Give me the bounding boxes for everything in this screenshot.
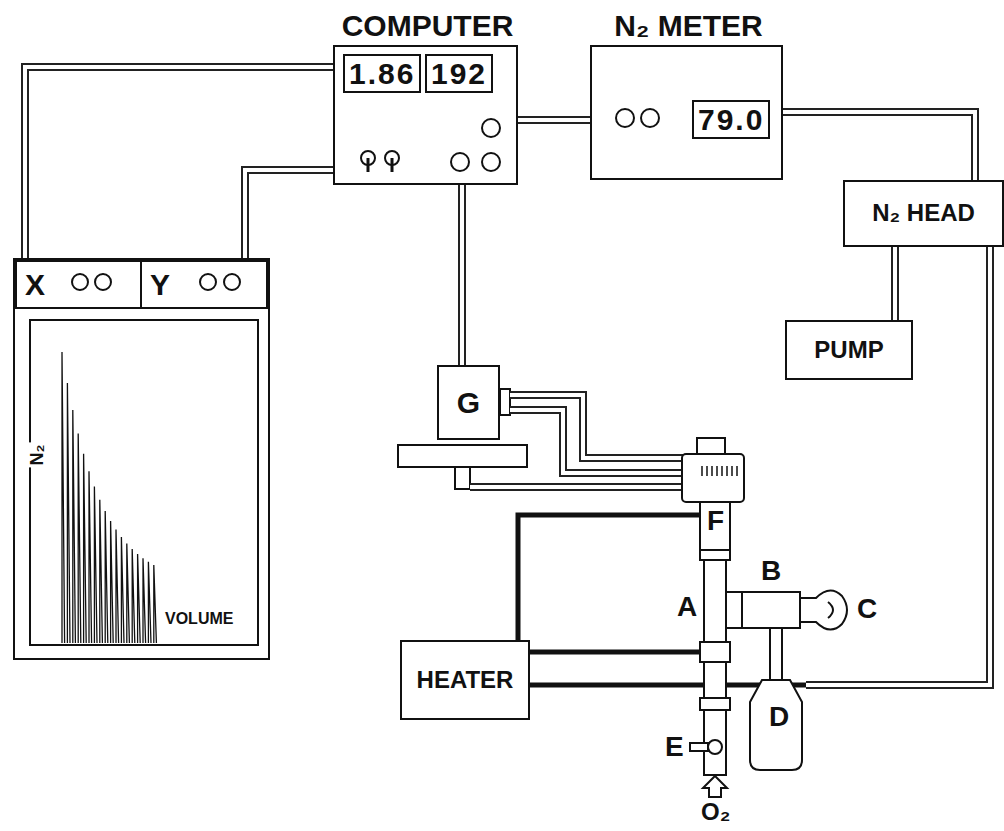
cable <box>470 483 684 491</box>
washout-trace <box>62 352 156 643</box>
box-label: HEATER <box>417 667 514 693</box>
tube-joint <box>700 698 730 710</box>
text-holder: Y <box>150 268 170 301</box>
cable <box>510 410 684 473</box>
cable-outline <box>891 247 899 320</box>
part-letter: F <box>706 506 725 537</box>
text-holder: N₂ <box>28 442 48 467</box>
cable-outline <box>458 185 466 365</box>
readout-display: 192 <box>425 54 493 93</box>
cable-connector <box>518 120 590 121</box>
cable-outline <box>783 112 975 180</box>
text-holder: VOLUME <box>165 610 233 628</box>
mouthpiece <box>828 602 833 618</box>
knob <box>95 274 111 290</box>
y-channel-panel: Y <box>140 260 268 309</box>
rubber-bag <box>750 680 802 770</box>
inflow-arrow <box>703 776 727 797</box>
computer-box: COMPUTER1.86192 <box>333 45 518 185</box>
part-letter: C <box>856 594 878 625</box>
cable-core <box>893 247 897 320</box>
channel-name: Y <box>150 268 170 301</box>
knob <box>641 109 659 127</box>
mouthpiece <box>800 590 847 629</box>
valve-neck <box>700 502 730 550</box>
text-holder: 79.0 <box>692 100 770 139</box>
heater-wire <box>530 650 702 655</box>
readout-display: 79.0 <box>692 100 770 139</box>
part-letter: D <box>768 702 790 733</box>
transducer-box: G <box>437 365 500 440</box>
valve-block <box>741 592 743 628</box>
cable-outline <box>518 116 590 124</box>
part-letter: A <box>676 592 698 623</box>
axis-label: N₂ <box>28 442 48 467</box>
cable <box>510 395 684 458</box>
stopcock <box>708 740 722 754</box>
channel-name: X <box>25 268 45 301</box>
bag-stem <box>770 628 782 680</box>
cable-outline <box>245 170 333 260</box>
heater-box: HEATER <box>400 640 530 720</box>
cable <box>510 395 684 458</box>
heater-wire <box>518 515 700 640</box>
stopcock-handle <box>690 743 708 751</box>
valve-block <box>726 592 800 628</box>
knob <box>72 274 88 290</box>
transducer-port <box>455 467 470 489</box>
part-letter: B <box>760 556 782 587</box>
cable-core <box>460 185 464 365</box>
text-holder: N₂ METER <box>572 9 805 42</box>
box-label: PUMP <box>814 337 883 363</box>
cable-core <box>245 170 333 260</box>
knob <box>482 153 500 171</box>
text-holder: 1.86 <box>343 54 421 93</box>
tube-joint <box>700 550 730 560</box>
cable-connector <box>462 185 463 365</box>
knob <box>482 119 500 137</box>
cable-connector <box>895 247 896 320</box>
cable-core <box>783 112 975 180</box>
cable-connector <box>25 67 333 260</box>
text-holder: COMPUTER <box>305 9 550 42</box>
pump-box: PUMP <box>785 320 913 380</box>
text-holder: 192 <box>425 54 493 93</box>
cable <box>510 410 684 473</box>
knob <box>616 109 634 127</box>
cable-outline <box>25 67 333 260</box>
toggle-switch <box>391 158 394 172</box>
meter-box: N₂ METER79.0 <box>590 45 783 180</box>
transducer-port <box>500 389 510 415</box>
plot-frame <box>30 320 258 645</box>
box-label: G <box>457 386 480 419</box>
knob <box>451 153 469 171</box>
transducer-flange <box>398 445 527 467</box>
cable-core <box>518 118 590 122</box>
toggle-switch <box>367 158 370 172</box>
tube-joint <box>700 642 730 662</box>
cable <box>470 485 684 489</box>
xy-recorder: N₂ VOLUME X Y <box>13 258 270 660</box>
axis-label: VOLUME <box>165 610 233 627</box>
sensor-head-box: N₂ HEAD <box>843 180 1004 247</box>
computer-label: COMPUTER <box>342 9 514 42</box>
text-holder: X <box>25 268 45 301</box>
knob <box>224 274 240 290</box>
cable-connector <box>783 112 975 180</box>
x-channel-panel: X <box>15 260 142 309</box>
valve-scale <box>702 466 737 476</box>
readout-display: 1.86 <box>343 54 421 93</box>
cable-core <box>25 67 333 260</box>
meter-label: N₂ METER <box>614 9 762 42</box>
knob <box>200 274 216 290</box>
gas-inlet-label: O₂ <box>700 799 731 825</box>
valve-cap <box>697 438 725 454</box>
part-letter: E <box>664 732 685 763</box>
box-label: N₂ HEAD <box>872 200 975 226</box>
cable-connector <box>245 170 333 260</box>
valve-body <box>682 454 744 502</box>
